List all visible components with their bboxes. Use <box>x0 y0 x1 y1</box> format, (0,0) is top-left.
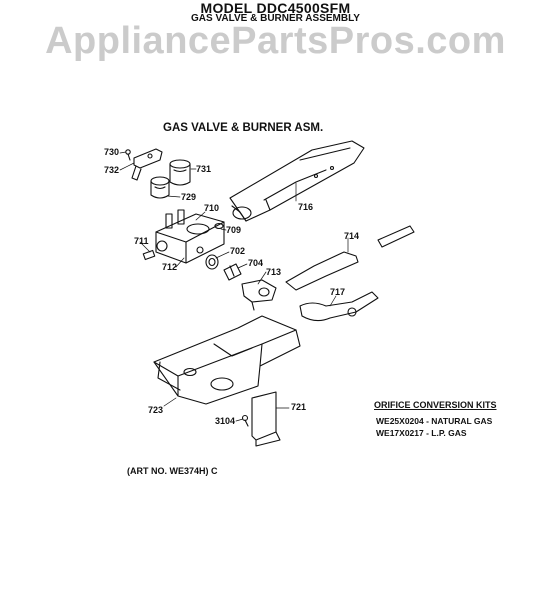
diagram-title: GAS VALVE & BURNER ASM. <box>163 122 324 134</box>
callout-3104: 3104 <box>215 416 236 426</box>
part-709-fitting <box>215 224 223 229</box>
callout-731: 731 <box>196 164 212 174</box>
part-712-gas-valve <box>156 210 224 263</box>
callout-712: 712 <box>162 262 178 272</box>
orifice-kits-title: ORIFICE CONVERSION KITS <box>374 400 497 410</box>
kit-natural-gas: WE25X0204 - NATURAL GAS <box>376 416 493 426</box>
part-702-orifice <box>206 255 218 269</box>
callout-710: 710 <box>204 203 220 213</box>
part-730-screw <box>126 150 130 160</box>
callout-702: 702 <box>230 246 246 256</box>
part-723-burner-bracket <box>154 316 300 404</box>
callout-leaders <box>120 152 348 421</box>
callout-730: 730 <box>104 147 120 157</box>
art-number: (ART NO. WE374H) C <box>127 466 218 476</box>
part-731-coil <box>170 160 190 185</box>
callout-704: 704 <box>248 258 264 268</box>
part-729-coil <box>151 177 169 198</box>
callout-709: 709 <box>226 225 242 235</box>
watermark: AppliancePartsPros.com <box>45 20 506 62</box>
callout-714: 714 <box>344 231 360 241</box>
part-711-fitting <box>143 250 154 259</box>
part-3104-screw <box>243 416 249 427</box>
part-717-igniter <box>300 292 378 321</box>
part-713-manifold-fitting <box>242 280 276 310</box>
model-title: MODEL DDC4500SFM <box>200 0 351 16</box>
callout-723: 723 <box>148 405 164 415</box>
assembly-subtitle: GAS VALVE & BURNER ASSEMBLY <box>191 13 360 24</box>
callout-711: 711 <box>134 236 149 246</box>
callout-717: 717 <box>330 287 346 297</box>
kit-lp-gas: WE17X0217 - L.P. GAS <box>376 428 467 438</box>
part-721-shield <box>252 392 280 446</box>
part-716-burner <box>230 141 364 221</box>
part-732-bracket <box>132 149 162 180</box>
part-714-tube <box>286 226 414 290</box>
callout-721: 721 <box>291 402 307 412</box>
callout-729: 729 <box>181 192 197 202</box>
callout-713: 713 <box>266 267 282 277</box>
callout-716: 716 <box>298 202 314 212</box>
callout-732: 732 <box>104 165 120 175</box>
part-704-orifice-holder <box>224 264 241 280</box>
